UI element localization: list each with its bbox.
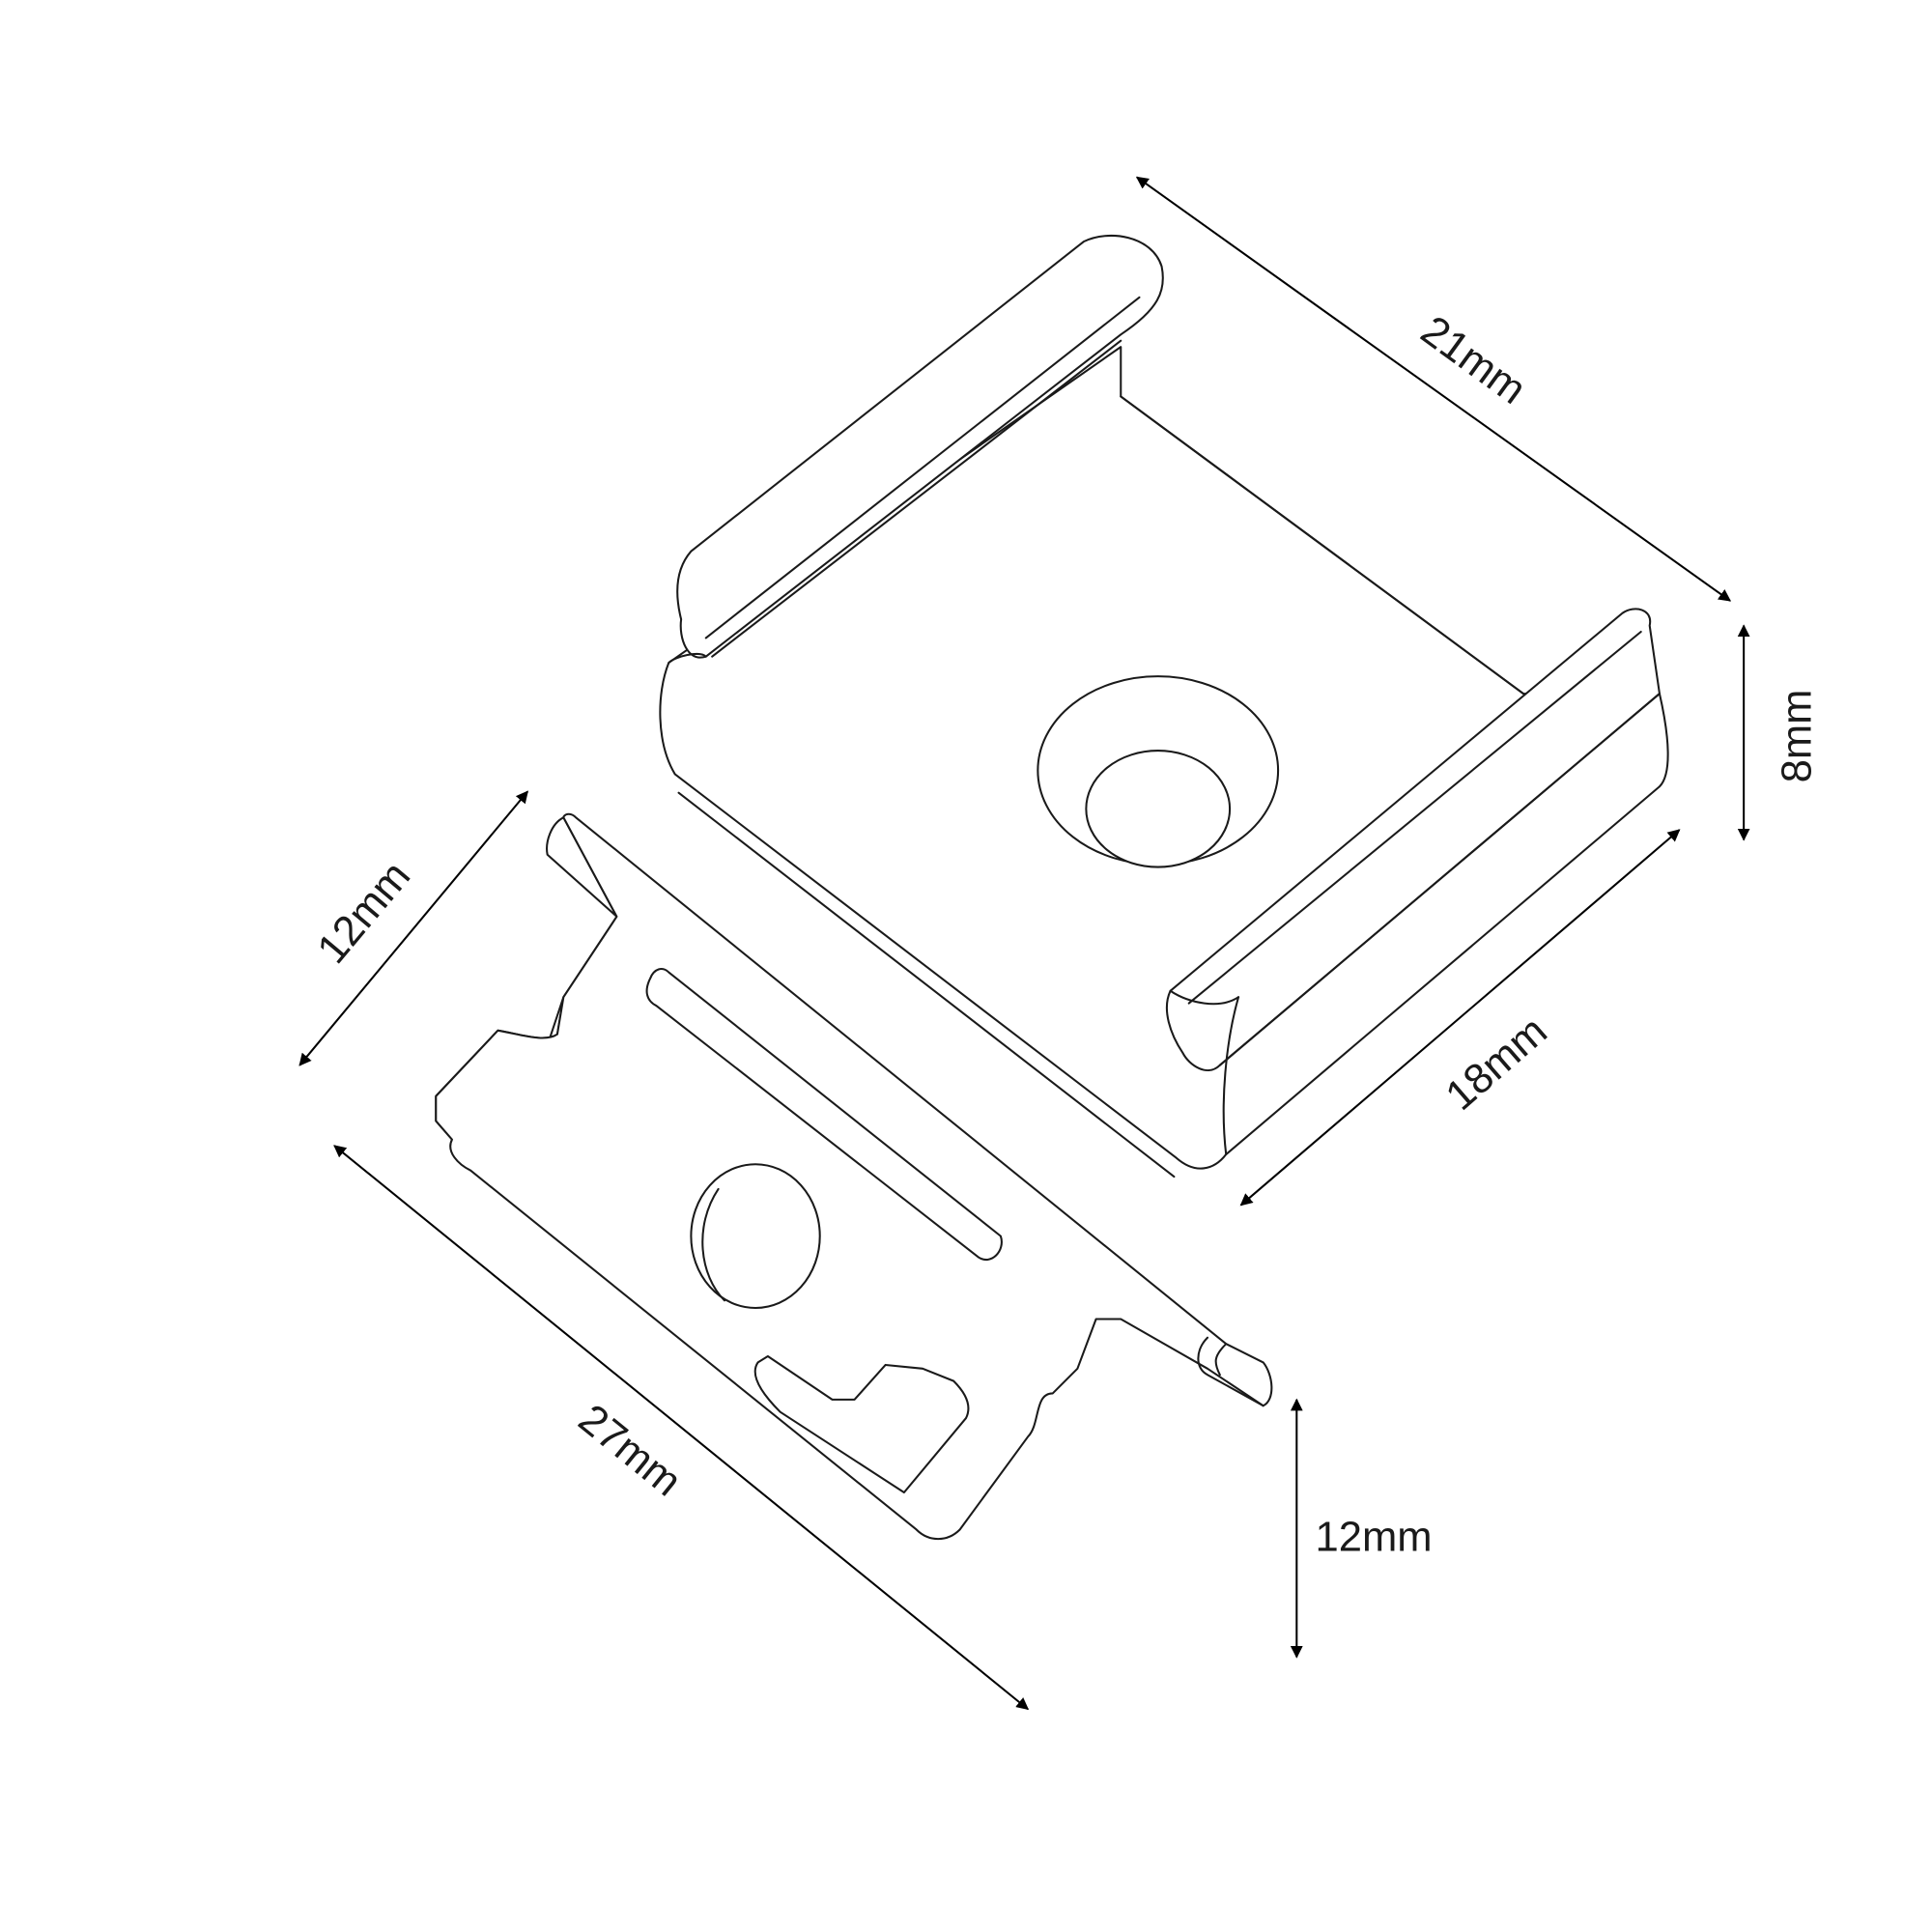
dimension-21mm-line: [1135, 176, 1732, 602]
dimension-12mm-width-line: [298, 790, 528, 1066]
label-27mm: 27mm: [570, 1396, 690, 1505]
label-21mm: 21mm: [1412, 307, 1534, 413]
dimension-27mm-line: [333, 1145, 1030, 1711]
label-12mm-width: 12mm: [309, 853, 420, 973]
dimension-18mm-line: [1239, 829, 1681, 1207]
label-18mm: 18mm: [1437, 1008, 1556, 1120]
dimension-lines: [298, 176, 1750, 1711]
label-8mm: 8mm: [1774, 690, 1820, 783]
label-12mm-height: 12mm: [1316, 1514, 1433, 1560]
